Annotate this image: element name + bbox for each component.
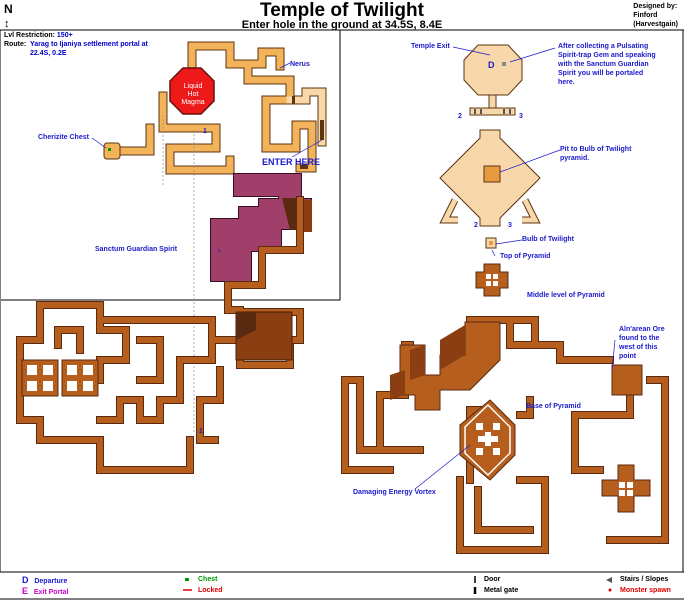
temple-exit-room: [463, 44, 523, 116]
marker-1-top: 1: [203, 128, 207, 135]
enter-here-label: ENTER HERE: [262, 157, 321, 167]
stairs-icons: [292, 96, 324, 169]
chest-icon: [108, 148, 111, 151]
north-indicator: N↕: [4, 2, 13, 30]
temple-exit-label: Temple Exit: [411, 43, 450, 50]
lower-left-maze: [16, 196, 304, 474]
ore-room: [611, 364, 643, 396]
dark-brown-room-left: [235, 311, 293, 361]
cherizite-chest-label: Cherizite Chest: [38, 134, 89, 141]
cross-room-bottom-right: [601, 464, 651, 513]
middle-pyramid-label: Middle level of Pyramid: [527, 292, 605, 299]
legend-monster-icon: [608, 588, 612, 592]
legend-chest: Chest: [198, 576, 218, 583]
middle-level-pyramid: [475, 263, 509, 297]
legend-chest-icon: [185, 578, 189, 581]
designer-credit: Designed by: Finford (Harvestgain): [633, 3, 678, 28]
sanctum-spirit-label: Sanctum Guardian Spirit: [95, 246, 178, 253]
legend-door: Door: [484, 576, 501, 583]
departure-marker: D: [488, 60, 495, 70]
north-arrow-icon: ↕: [4, 18, 10, 30]
nerus-label: Nerus: [290, 61, 310, 68]
info-block: Lvl Restriction: 150+ Route:Yarag to Ija…: [4, 32, 148, 57]
marker-3-bottom: 3: [508, 222, 512, 229]
legend-stairs: Stairs / Slopes: [620, 576, 669, 583]
square-rooms-left: [21, 359, 99, 397]
base-pyramid-blob: [390, 321, 501, 411]
page-subtitle: Enter hole in the ground at 34.5S, 8.4E: [241, 19, 443, 31]
marker-2-top: 2: [458, 113, 462, 120]
damaging-energy-vortex-room: [459, 399, 516, 481]
legend-metal-gate: Metal gate: [484, 587, 519, 594]
legend-icons: [183, 576, 612, 594]
pointer-lines: [91, 46, 616, 490]
bulb-label: Bulb of Twilight: [522, 236, 574, 243]
legend-locked: Locked: [198, 587, 223, 594]
pit-room: [439, 129, 541, 227]
marker-2-bottom: 2: [474, 222, 478, 229]
marker-3-top: 3: [519, 113, 523, 120]
cherizite-chest-room: [103, 142, 121, 160]
base-pyramid-label: Base of Pyramid: [526, 403, 581, 410]
legend-departure: D Departure: [22, 575, 68, 585]
liquid-hot-magma: [169, 67, 215, 115]
vortex-label: Damaging Energy Vortex: [353, 489, 436, 496]
legend-stairs-icon: [606, 577, 612, 583]
top-pyramid-label: Top of Pyramid: [500, 253, 551, 260]
frame-lines: [0, 29, 684, 600]
upper-orange-paths: [105, 41, 327, 175]
marker-1-bottom: 1: [199, 428, 203, 435]
legend-monster: Monster spawn: [620, 587, 671, 594]
legend-exit-portal: E Exit Portal: [22, 586, 69, 596]
page-title: Temple of Twilight: [260, 0, 424, 21]
